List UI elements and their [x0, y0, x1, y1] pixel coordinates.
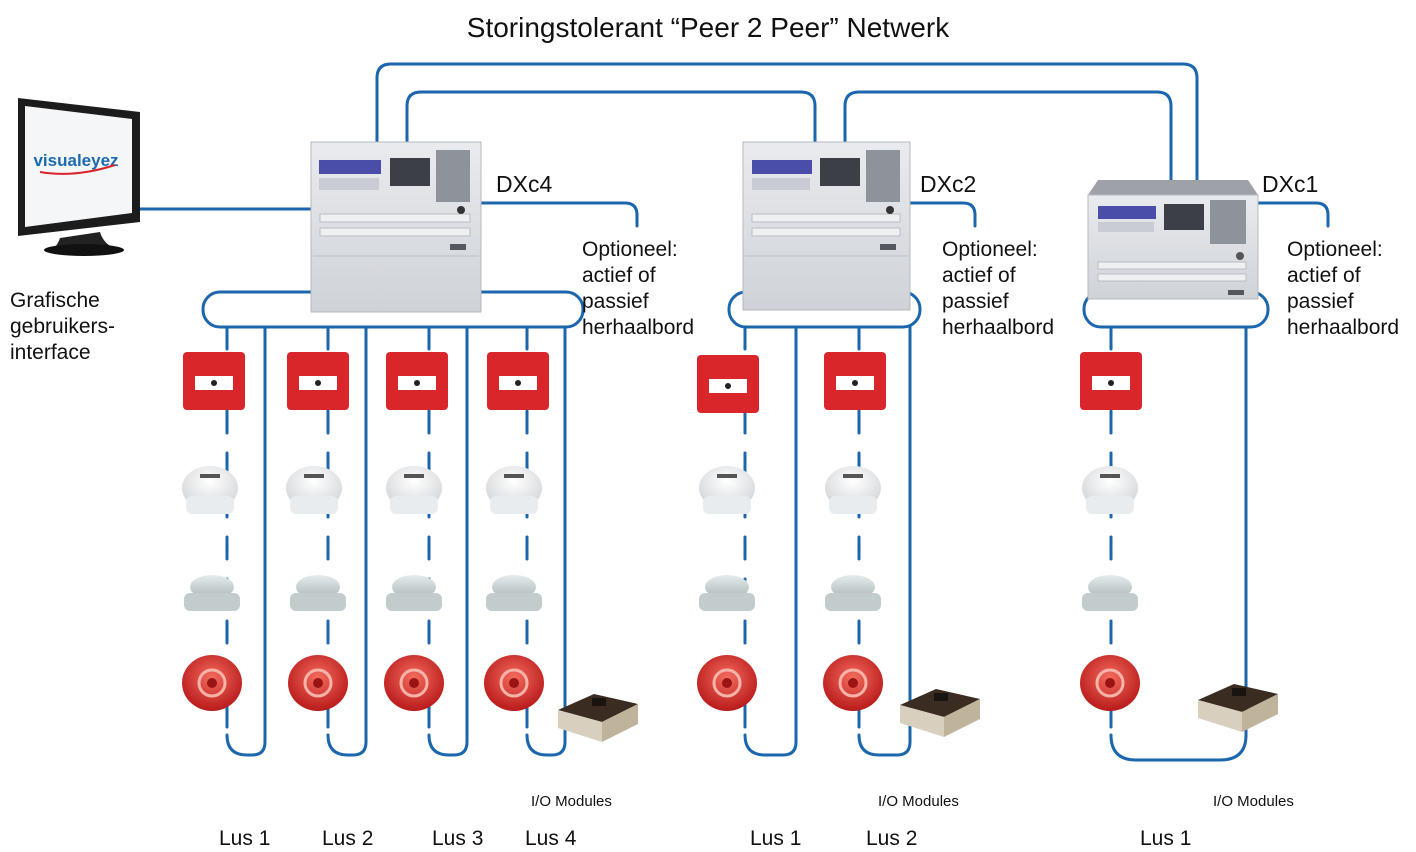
optional-line: actief of [1287, 264, 1361, 287]
beacon-icon [1082, 575, 1138, 611]
call-point-icon [386, 352, 448, 410]
optional-line: passief [942, 290, 1009, 313]
panel-name-dxc1: DXc1 [1262, 171, 1319, 197]
call-point-icon [824, 352, 886, 410]
sounder-icon [288, 655, 348, 711]
loop-label: Lus 2 [322, 827, 374, 850]
io-module-icon [1198, 684, 1278, 732]
sounder-icon [484, 655, 544, 711]
gui-label-line: interface [10, 341, 91, 364]
io-modules [558, 684, 1278, 742]
loop-label: Lus 1 [219, 827, 271, 850]
sounder-icon [182, 655, 242, 711]
panel-dxc1 [1087, 180, 1259, 300]
beacon-icon [290, 575, 346, 611]
panel-name-dxc2: DXc2 [920, 171, 977, 197]
smoke-detector-icon [1082, 466, 1138, 514]
gui-label-line: Grafische [10, 289, 100, 312]
smoke-detector-icon [386, 466, 442, 514]
optional-line: herhaalbord [1287, 316, 1400, 339]
gui-label-line: gebruikers- [10, 315, 116, 338]
loop-label: Lus 3 [432, 827, 484, 850]
io-modules-label-dxc1: I/O Modules [1213, 793, 1294, 810]
optional-repeater-dxc2: Optioneel: actief of passief herhaalbord [942, 237, 1054, 341]
sounder-icon [1080, 655, 1140, 711]
smoke-detector-icon [486, 466, 542, 514]
beacon-icon [184, 575, 240, 611]
sounder-icon [823, 655, 883, 711]
loop-label: Lus 1 [1140, 827, 1192, 850]
sounder-icon [384, 655, 444, 711]
loop-label: Lus 1 [750, 827, 802, 850]
call-point-icon [487, 352, 549, 410]
io-modules-label-dxc4: I/O Modules [531, 793, 612, 810]
optional-line: Optioneel: [942, 238, 1038, 261]
call-point-icon [183, 352, 245, 410]
io-modules-label-dxc2: I/O Modules [878, 793, 959, 810]
optional-line: actief of [942, 264, 1016, 287]
call-point-icon [287, 352, 349, 410]
loop-label: Lus 2 [866, 827, 918, 850]
beacon-icon [386, 575, 442, 611]
beacon-icon [486, 575, 542, 611]
beacon-icon [825, 575, 881, 611]
panel-name-dxc4: DXc4 [496, 171, 553, 197]
optional-line: Optioneel: [1287, 238, 1383, 261]
network-connections [138, 62, 1330, 228]
sounders [182, 655, 1140, 711]
detectors [182, 466, 1138, 514]
optional-line: Optioneel: [582, 238, 678, 261]
optional-line: passief [582, 290, 649, 313]
optional-repeater-dxc1: Optioneel: actief of passief herhaalbord [1287, 237, 1399, 341]
smoke-detector-icon [699, 466, 755, 514]
smoke-detector-icon [286, 466, 342, 514]
io-module-icon [558, 694, 638, 742]
optional-repeater-dxc4: Optioneel: actief of passief herhaalbord [582, 237, 694, 341]
optional-line: herhaalbord [942, 316, 1055, 339]
io-module-icon [900, 689, 980, 737]
optional-line: passief [1287, 290, 1354, 313]
visualeyez-logo: visualeyez [33, 151, 118, 170]
diagram-title: Storingstolerant “Peer 2 Peer” Netwerk [466, 12, 950, 43]
loop-label: Lus 4 [525, 827, 577, 850]
panel-dxc4 [310, 141, 482, 313]
call-point-icon [697, 355, 759, 413]
beacons [184, 575, 1138, 611]
gui-label: Grafische gebruikers- interface [10, 288, 115, 366]
smoke-detector-icon [182, 466, 238, 514]
beacon-icon [699, 575, 755, 611]
optional-line: actief of [582, 264, 656, 287]
panel-dxc2 [742, 141, 911, 311]
call-points [183, 352, 1142, 413]
sounder-icon [697, 655, 757, 711]
smoke-detector-icon [825, 466, 881, 514]
call-point-icon [1080, 352, 1142, 410]
optional-line: herhaalbord [582, 316, 695, 339]
monitor-icon: visualeyez [18, 98, 140, 256]
